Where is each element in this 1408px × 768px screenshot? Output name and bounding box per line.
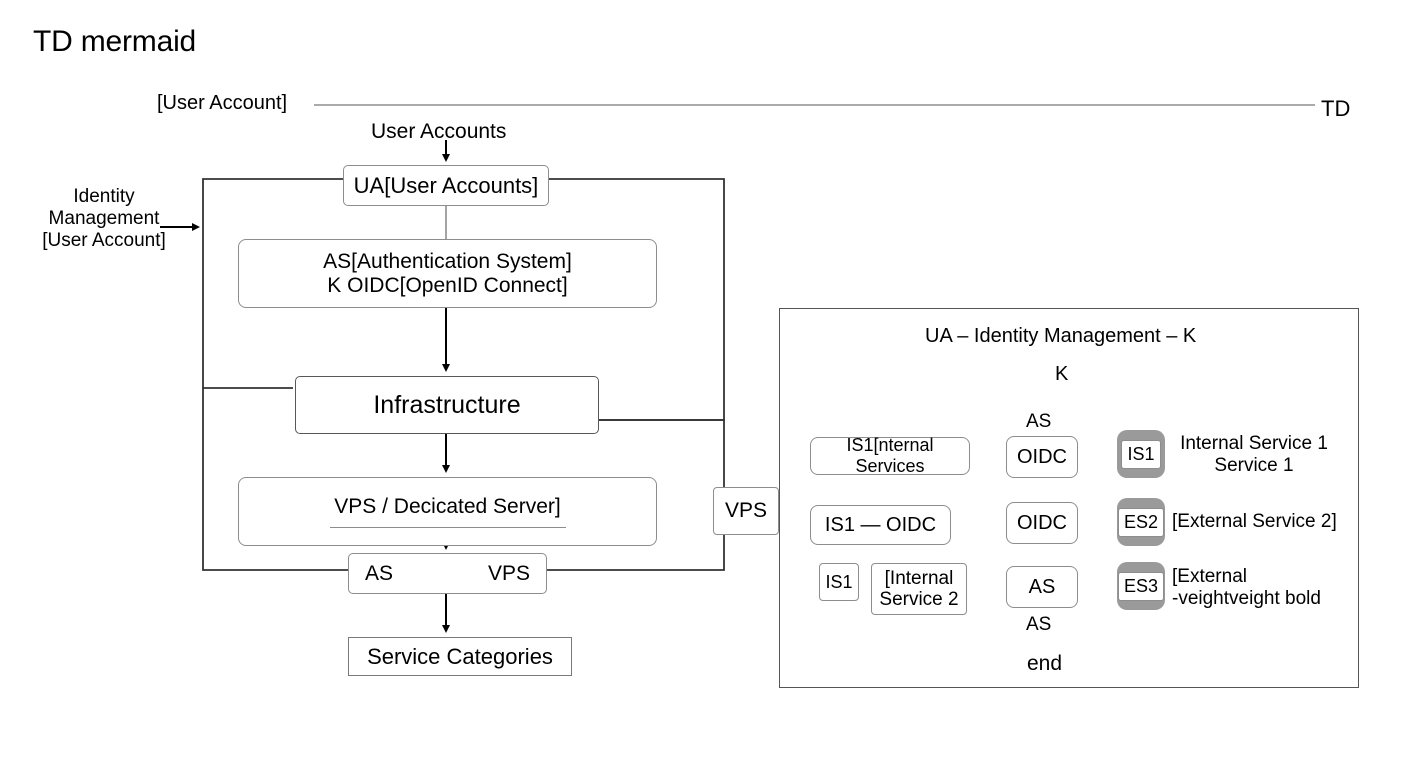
- subnode-oidc-2-label: OIDC: [1017, 511, 1067, 534]
- chip-es2[interactable]: ES2: [1117, 498, 1165, 546]
- subnode-is1-small-label: IS1: [825, 571, 853, 592]
- node-infrastructure-label: Infrastructure: [373, 390, 521, 419]
- node-vps-small-label: VPS: [487, 561, 530, 585]
- subgraph-label-as-top: AS: [1026, 411, 1052, 432]
- subnode-is1-oidc-label: IS1 — OIDC: [824, 513, 937, 536]
- subgraph-label-k: K: [1055, 363, 1069, 385]
- subnode-internal-service-2[interactable]: [Internal Service 2: [871, 563, 967, 615]
- node-authentication-system[interactable]: AS[Authentication System] K OIDC[OpenID …: [238, 239, 657, 308]
- chip-es3-description: [External -veightveight bold: [1172, 566, 1321, 610]
- chip-is1-description: Internal Service 1 Service 1: [1180, 433, 1328, 476]
- node-vps-label: VPS / Decicated Server]: [334, 495, 561, 518]
- node-as-small-label: AS: [365, 561, 394, 585]
- chip-es2-label: ES2: [1117, 507, 1165, 537]
- node-as-label-line2: K OIDC[OpenID Connect]: [327, 273, 568, 297]
- subnode-as-3[interactable]: AS: [1006, 566, 1078, 608]
- chip-es3-label: ES3: [1117, 571, 1165, 601]
- subgraph-label-as-bottom: AS: [1026, 614, 1052, 635]
- node-service-categories-label: Service Categories: [367, 643, 553, 669]
- node-vps-dedicated-server[interactable]: VPS / Decicated Server]: [238, 477, 657, 546]
- subnode-oidc-1[interactable]: OIDC: [1006, 436, 1078, 478]
- subnode-is1-internal-services-label: IS1[nternal Services: [846, 435, 934, 476]
- chip-es3[interactable]: ES3: [1117, 562, 1165, 610]
- subnode-internal-service-2-label: [Internal Service 2: [879, 567, 959, 610]
- subgraph-identity-management: [779, 308, 1359, 688]
- lane-left-label: [User Account]: [157, 92, 288, 114]
- subnode-as-3-label: AS: [1028, 575, 1056, 598]
- subnode-is1-small[interactable]: IS1: [819, 563, 859, 601]
- node-ua-user-accounts[interactable]: UA[User Accounts]: [343, 165, 549, 206]
- node-vps-connector[interactable]: VPS: [713, 487, 779, 535]
- subgraph-title: UA – Identity Management – K: [925, 325, 1197, 347]
- subnode-oidc-2[interactable]: OIDC: [1006, 502, 1078, 544]
- subgraph-label-end: end: [1027, 652, 1063, 675]
- node-infrastructure[interactable]: Infrastructure: [295, 376, 599, 434]
- node-vps-underline: [329, 527, 566, 528]
- page-title: TD mermaid: [33, 25, 197, 58]
- node-vps-connector-label: VPS: [724, 499, 768, 522]
- chip-es2-description: [External Service 2]: [1172, 511, 1337, 532]
- chip-is1[interactable]: IS1: [1117, 430, 1165, 478]
- lane-right-label: TD: [1321, 96, 1351, 121]
- node-service-categories[interactable]: Service Categories: [348, 637, 572, 676]
- subnode-is1-oidc[interactable]: IS1 — OIDC: [810, 505, 951, 545]
- subnode-is1-internal-services[interactable]: IS1[nternal Services: [810, 435, 970, 476]
- node-ua-label: UA[User Accounts]: [353, 172, 539, 198]
- subnode-oidc-1-label: OIDC: [1017, 445, 1067, 468]
- edge-label-user-accounts: User Accounts: [371, 120, 507, 143]
- node-as-label-line1: AS[Authentication System]: [323, 249, 572, 273]
- chip-is1-label: IS1: [1121, 439, 1161, 469]
- edge-label-identity-management: Identity Management [User Account]: [42, 186, 166, 251]
- node-as-vps-row[interactable]: AS VPS: [348, 553, 547, 594]
